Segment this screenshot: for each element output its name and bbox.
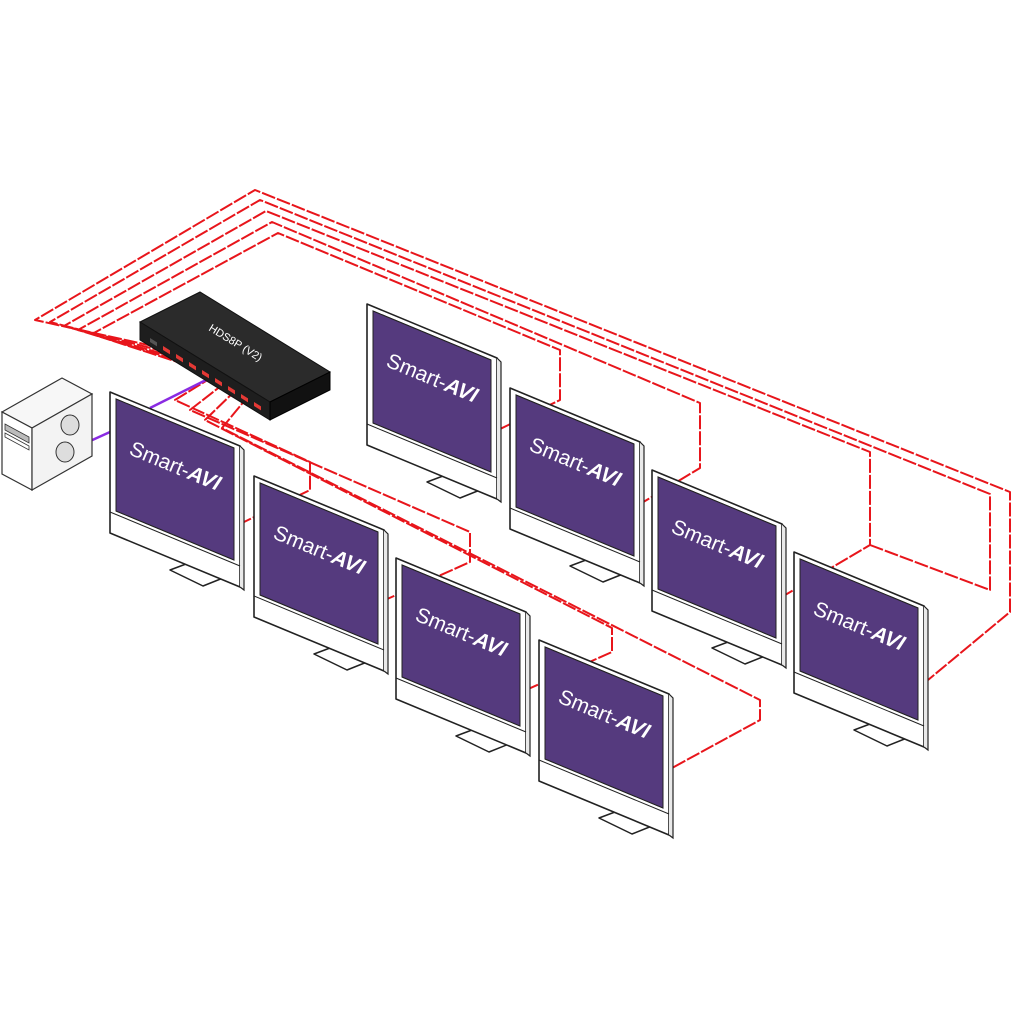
output-cable-8	[204, 387, 613, 691]
monitor-5: Smart-AVI	[109, 391, 245, 591]
monitor-screen	[515, 394, 635, 557]
splitter-port	[241, 393, 248, 403]
splitter-side	[269, 371, 331, 421]
monitor-4: Smart-AVI	[793, 551, 929, 751]
monitor-2: Smart-AVI	[509, 387, 645, 587]
monitor-screen	[401, 564, 521, 727]
splitter-port	[163, 345, 170, 355]
output-cable-3	[63, 210, 871, 599]
splitter-port	[215, 377, 222, 387]
cables-layer	[34, 189, 1011, 769]
output-cable-4	[77, 221, 701, 505]
splitter-port	[150, 337, 157, 347]
monitor-screen	[259, 482, 379, 645]
computer-tower-icon	[0, 377, 94, 492]
splitter-port	[202, 369, 209, 379]
monitor-8: Smart-AVI	[538, 639, 674, 839]
hdmi-splitter: HDS8P (V2)	[138, 291, 332, 421]
monitor-screen	[372, 310, 492, 473]
monitor-screen	[544, 646, 664, 809]
splitter-port	[228, 385, 235, 395]
monitor-1: Smart-AVI	[366, 303, 502, 503]
monitor-screen	[657, 476, 777, 639]
monitors-layer: Smart-AVISmart-AVISmart-AVISmart-AVISmar…	[109, 303, 929, 839]
output-cable-9	[221, 393, 761, 769]
output-cable-1	[34, 189, 1011, 681]
monitor-screen	[115, 398, 235, 561]
fan-icon	[60, 414, 80, 436]
monitor-7: Smart-AVI	[395, 557, 531, 757]
fan-icon	[55, 441, 75, 463]
monitor-3: Smart-AVI	[651, 469, 787, 669]
drive-bay-icon	[4, 432, 30, 451]
monitor-screen	[799, 558, 919, 721]
drive-bay-icon	[4, 423, 30, 444]
output-cable-7	[189, 381, 471, 601]
splitter-port	[189, 361, 196, 371]
splitter-port	[176, 353, 183, 363]
splitter-port	[254, 401, 261, 411]
monitor-6: Smart-AVI	[253, 475, 389, 675]
